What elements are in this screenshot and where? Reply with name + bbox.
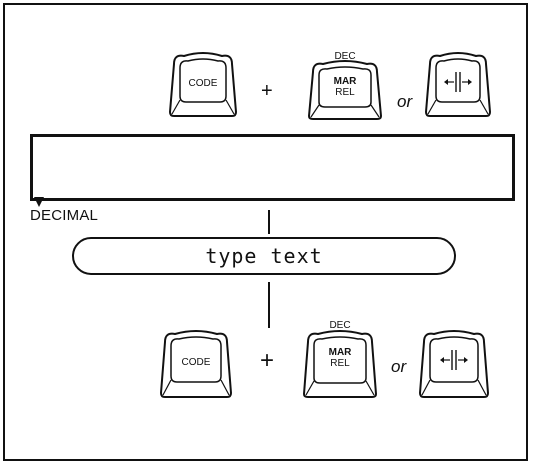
type-text-step: type text xyxy=(72,237,456,275)
decimal-tab-key-bottom xyxy=(418,330,490,398)
diagram-frame xyxy=(3,3,528,461)
code-key-top-label: CODE xyxy=(189,78,218,89)
code-key-bottom-label: CODE xyxy=(182,357,211,368)
mar-rel-key-top-line2: REL xyxy=(335,87,355,98)
plus-sign-top: + xyxy=(261,80,273,102)
or-text-bottom: or xyxy=(391,357,407,376)
connector-line-upper xyxy=(268,210,270,234)
mar-rel-key-top: DEC MAR REL xyxy=(307,51,383,120)
plus-sign-bottom: + xyxy=(260,347,275,374)
display-window xyxy=(30,134,515,201)
mar-rel-key-top-line1: MAR xyxy=(334,76,358,87)
decimal-tab-key-top xyxy=(424,52,492,117)
decimal-label: DECIMAL xyxy=(30,207,99,224)
connector-line-lower xyxy=(268,282,270,328)
mar-rel-key-bottom-line1: MAR xyxy=(329,347,353,358)
or-text-top: or xyxy=(397,92,413,111)
mar-rel-key-bottom-dec-label: DEC xyxy=(329,320,350,331)
mar-rel-key-bottom-line2: REL xyxy=(330,358,350,369)
mar-rel-key-bottom: DEC MAR REL xyxy=(302,320,378,398)
mar-rel-key-top-dec-label: DEC xyxy=(334,51,355,62)
decimal-tab-arrows-icon-bottom xyxy=(440,350,468,370)
decimal-tab-arrows-icon-top xyxy=(444,72,472,92)
down-triangle-icon xyxy=(34,197,44,207)
code-key-top: CODE xyxy=(168,52,238,117)
code-key-bottom: CODE xyxy=(159,330,233,398)
type-text-label: type text xyxy=(205,244,323,268)
